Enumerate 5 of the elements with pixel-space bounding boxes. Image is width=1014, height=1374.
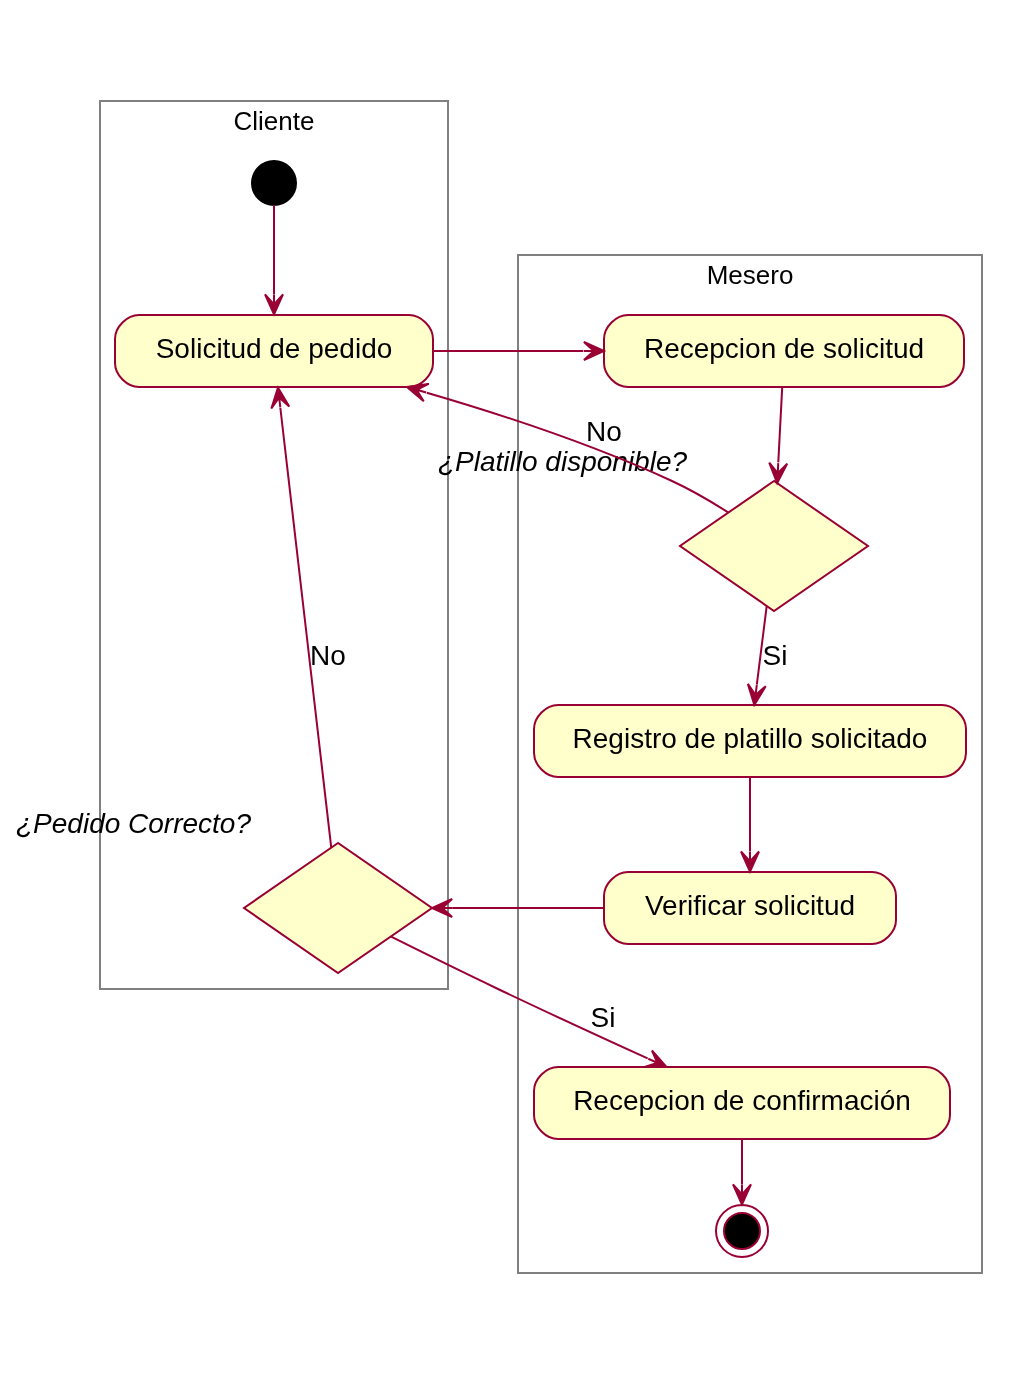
edge-label: No (310, 640, 346, 672)
edge-label: No (586, 416, 622, 448)
node-label: ¿Pedido Correcto? (16, 808, 252, 840)
edge-label: Si (590, 1002, 616, 1034)
edge-label: Si (762, 640, 788, 672)
